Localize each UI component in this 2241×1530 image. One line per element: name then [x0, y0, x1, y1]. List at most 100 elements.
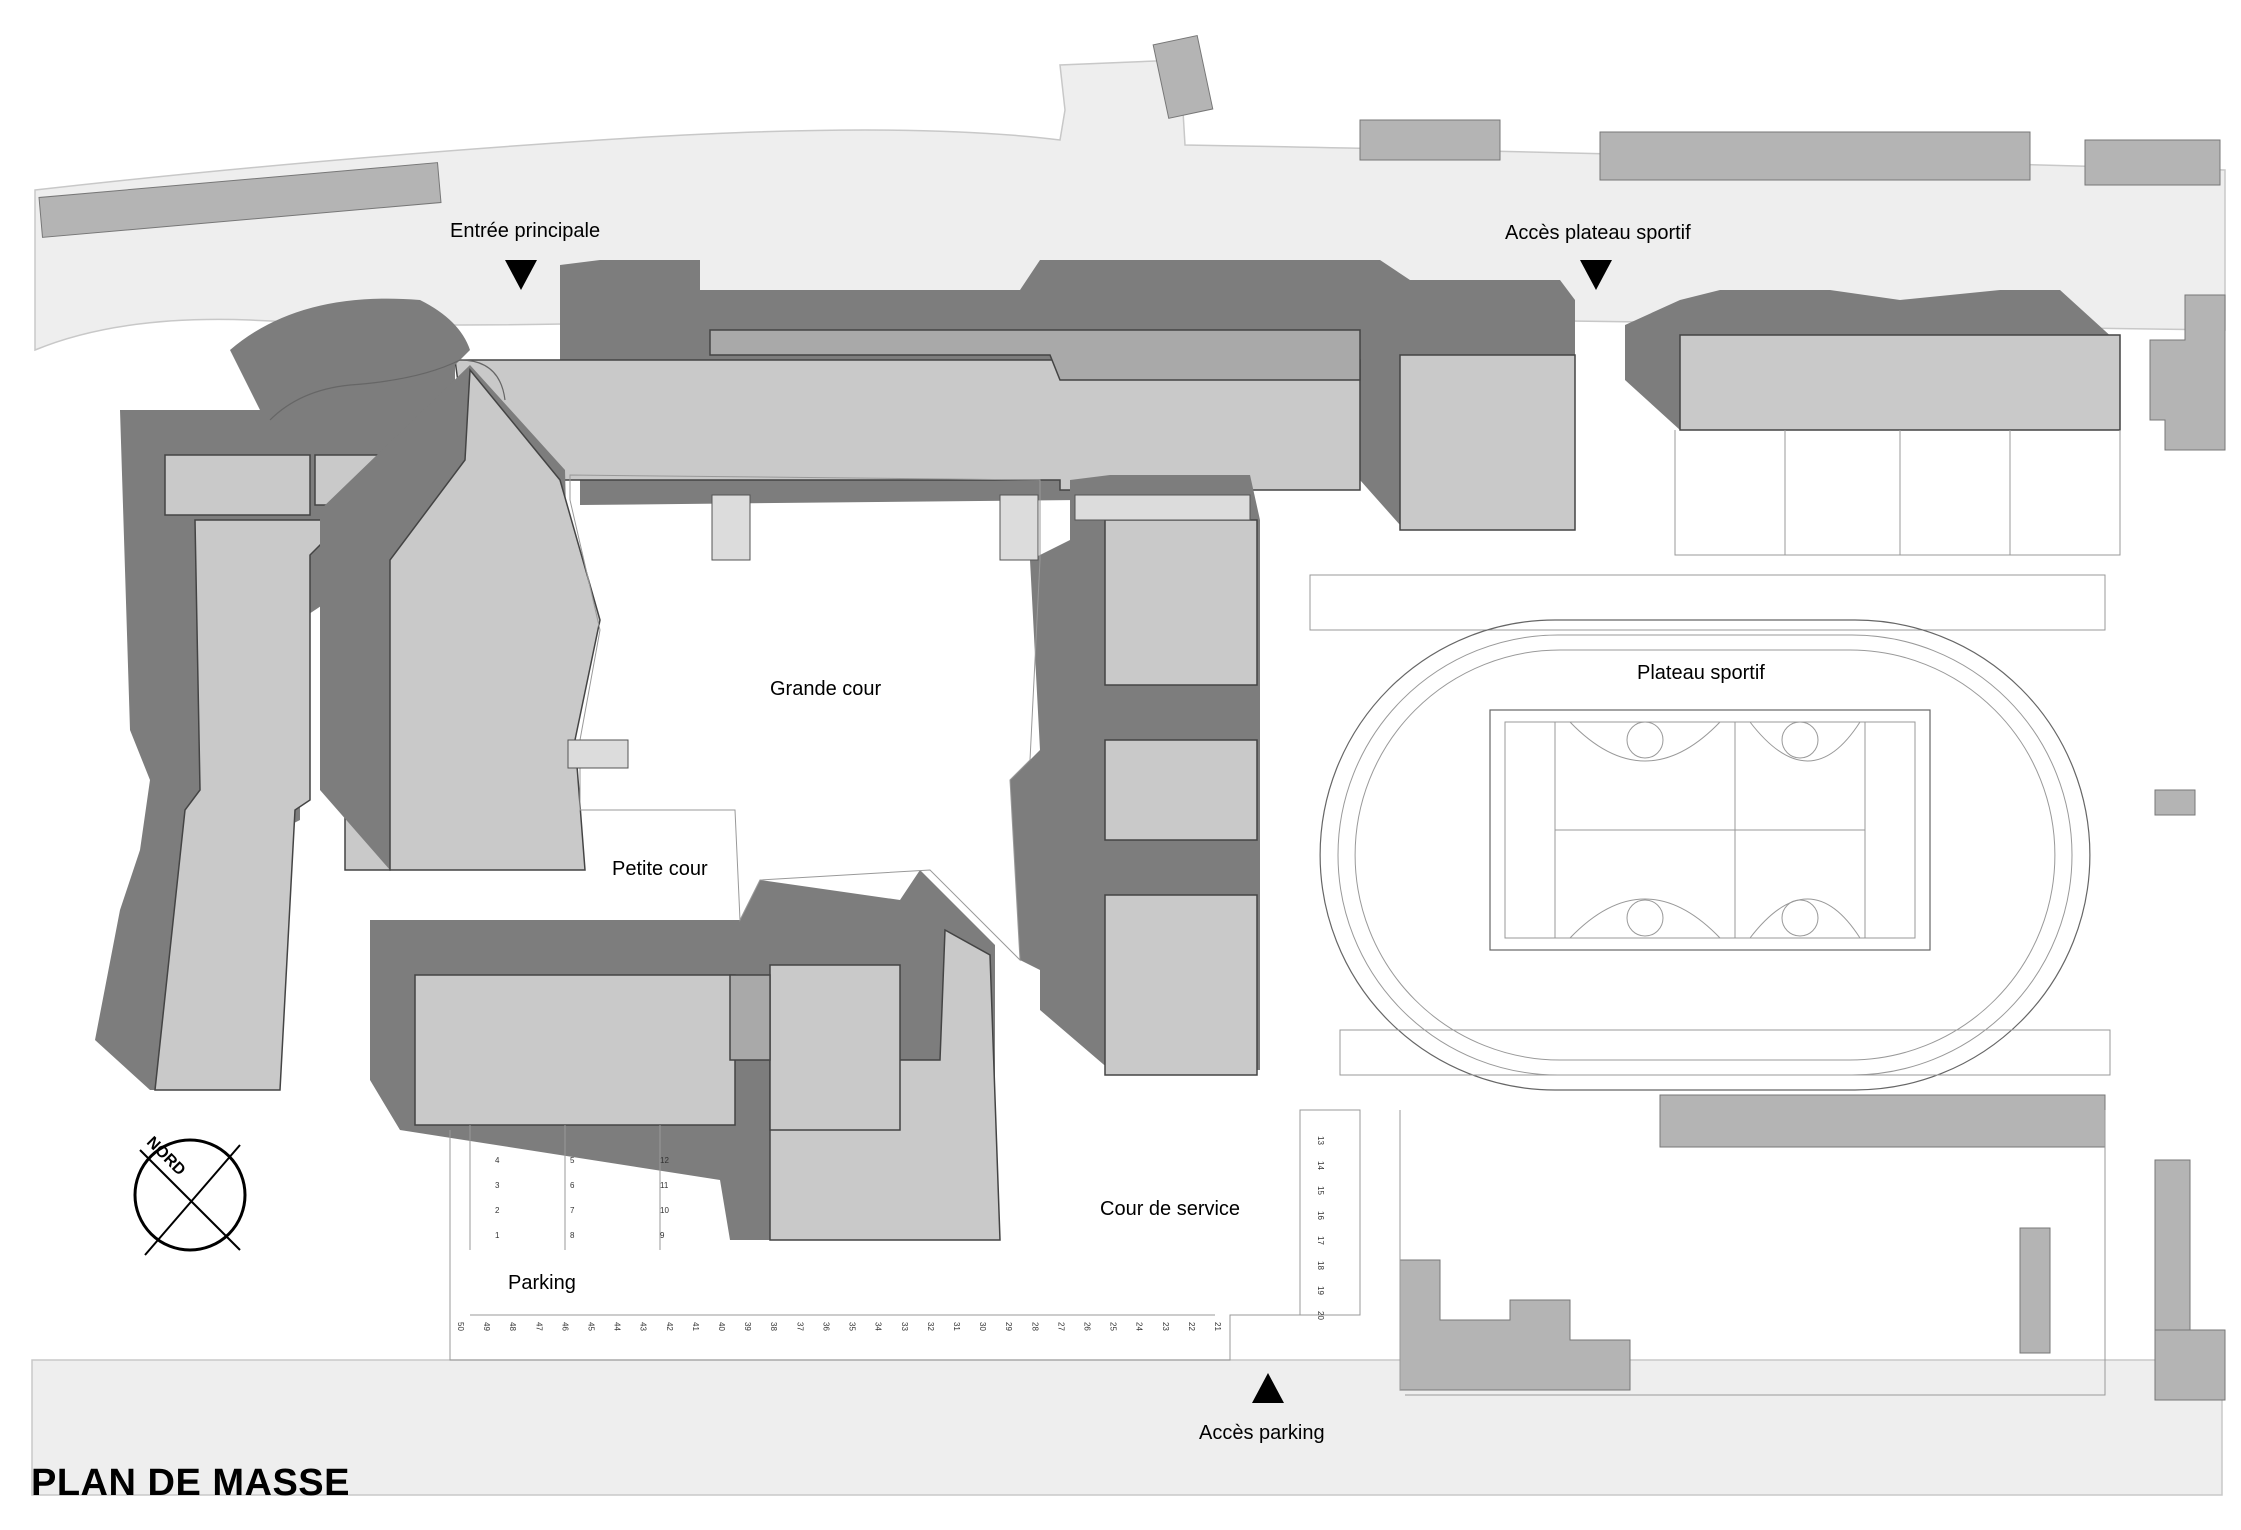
parking-stall-number: 43 [639, 1322, 648, 1331]
parking-stall-number: 35 [848, 1322, 857, 1331]
neighbor-building [2154, 789, 2196, 816]
parking-stall-number: 4 [495, 1156, 500, 1165]
label-plateau-sportif: Plateau sportif [1637, 662, 1765, 684]
south-road [31, 1359, 2223, 1496]
service-column [1299, 1109, 1361, 1316]
label-acces-plateau: Accès plateau sportif [1505, 222, 1691, 244]
parking-stall-number: 13 [1316, 1136, 1325, 1145]
parking-stall-number: 21 [1213, 1322, 1222, 1331]
parking-stall-number: 9 [660, 1231, 665, 1240]
parking-stall-number: 12 [660, 1156, 669, 1165]
east-block-2 [1104, 739, 1258, 841]
north-wall [38, 162, 442, 238]
track-straight [1309, 574, 2106, 631]
compass-line [139, 1149, 241, 1251]
north-arrow-icon [133, 1138, 247, 1252]
sports-access-arrow-icon [1580, 260, 1612, 290]
parking-stall-number: 46 [560, 1322, 569, 1331]
parking-stall-number: 11 [660, 1181, 669, 1190]
label-petite-cour: Petite cour [612, 858, 708, 880]
parking-stall-number: 40 [717, 1322, 726, 1331]
neighbor-building [2019, 1227, 2051, 1354]
parking-stall-number: 30 [978, 1322, 987, 1331]
stair [567, 739, 629, 769]
court-circle [1626, 721, 1664, 759]
row-housing-yards [1674, 430, 2121, 556]
central-wing-roof [389, 368, 601, 871]
parking-stall-number: 39 [743, 1322, 752, 1331]
parking-stall-number: 32 [926, 1322, 935, 1331]
court-circle [1781, 899, 1819, 937]
parking-stall-number: 31 [952, 1322, 961, 1331]
south-wing-roof-a [414, 974, 736, 1126]
parking-stall-number: 3 [495, 1181, 500, 1190]
stair [999, 494, 1039, 561]
parking-stall-number: 44 [613, 1322, 622, 1331]
label-acces-parking: Accès parking [1199, 1422, 1325, 1444]
parking-stall-number: 34 [874, 1322, 883, 1331]
neighbor-building [1659, 1094, 2106, 1148]
entry-arrow-icon [505, 260, 537, 290]
track-straight-south [1339, 1029, 2111, 1076]
parking-stall-number: 6 [570, 1181, 575, 1190]
parking-stall-number: 16 [1316, 1211, 1325, 1220]
parking-stall-number: 8 [570, 1231, 575, 1240]
sports-field [1489, 709, 1931, 951]
sports-court [1504, 721, 1916, 939]
row-housing-roof [1679, 334, 2121, 431]
label-cour-service: Cour de service [1100, 1198, 1241, 1220]
north-wing-roof-upper [709, 329, 1361, 381]
stair [711, 494, 751, 561]
court-circle [1781, 721, 1819, 759]
neighbor-building [2154, 1329, 2226, 1401]
parking-stall-number: 41 [691, 1322, 700, 1331]
court-lines [1554, 722, 1866, 938]
parking-stall-number: 37 [795, 1322, 804, 1331]
south-wing-roof-c [769, 964, 901, 1131]
parking-stall-number: 45 [587, 1322, 596, 1331]
label-grande-cour: Grande cour [770, 678, 882, 700]
parking-stall-number: 47 [534, 1322, 543, 1331]
parking-stall-number: 5 [570, 1156, 575, 1165]
east-stair-strip [1074, 494, 1251, 521]
north-gym-roof [1399, 354, 1576, 531]
parking-stall-number: 26 [1082, 1322, 1091, 1331]
parking-stall-number: 27 [1056, 1322, 1065, 1331]
running-track-inner [1354, 649, 2056, 1061]
parking-stall-number: 10 [660, 1206, 669, 1215]
parking-stall-number: 38 [769, 1322, 778, 1331]
parking-stall-number: 23 [1161, 1322, 1170, 1331]
west-wing-roof-b [164, 454, 311, 516]
label-parking: Parking [508, 1272, 576, 1294]
north-compass: NORD [133, 1134, 247, 1256]
page-title: PLAN DE MASSE [31, 1462, 350, 1504]
parking-stall-number: 48 [508, 1322, 517, 1331]
neighbor-building [2149, 294, 2226, 451]
parking-stall-number: 24 [1135, 1322, 1144, 1331]
grande-cour-outline [569, 474, 1041, 962]
parking-stall-number: 1 [495, 1231, 500, 1240]
parking-stall-number: 42 [665, 1322, 674, 1331]
east-block-3 [1104, 894, 1258, 1076]
neighbor-building [1359, 119, 1501, 161]
neighbor-building [1599, 131, 2031, 181]
south-wing-dark [729, 974, 771, 1061]
label-entree-principale: Entrée principale [450, 220, 601, 242]
parking-stall-number: 50 [456, 1322, 465, 1331]
parking-stall-number: 14 [1316, 1161, 1325, 1170]
court-circle [1626, 899, 1664, 937]
parking-stall-number: 33 [900, 1322, 909, 1331]
compass-line [144, 1144, 241, 1256]
court-arcs [1569, 721, 1861, 939]
parking-stalls [469, 1125, 1215, 1316]
parking-stall-number: 7 [570, 1206, 575, 1215]
entry-canopy [269, 359, 506, 421]
parking-stall-number: 49 [482, 1322, 491, 1331]
east-block-1 [1104, 519, 1258, 686]
parking-stall-number: 28 [1030, 1322, 1039, 1331]
parking-stall-number: 25 [1109, 1322, 1118, 1331]
